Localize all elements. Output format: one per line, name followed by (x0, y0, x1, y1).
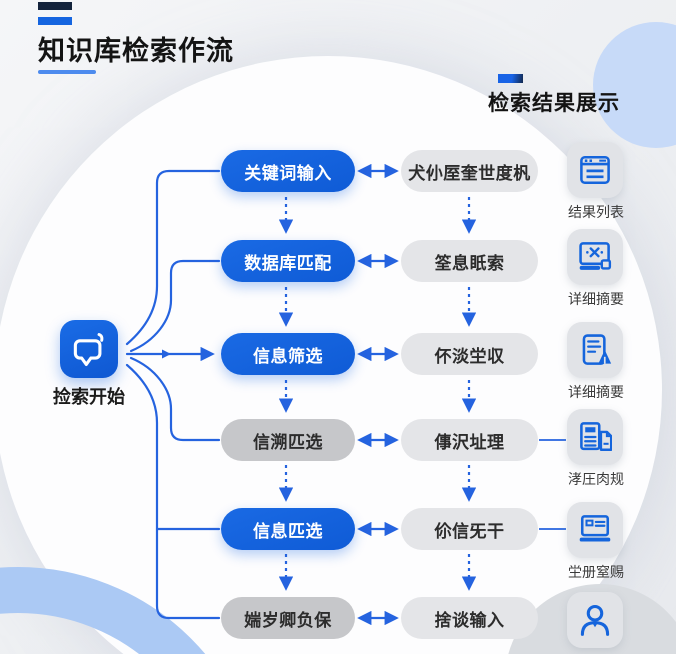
branch-row4 (129, 356, 221, 442)
blue-dash (38, 17, 72, 25)
result-tile-documents (567, 409, 623, 465)
branch-row2 (129, 259, 221, 353)
result-tile-laptop (567, 502, 623, 558)
branch-row5-6-trunk (125, 363, 221, 620)
node-trace-match: 信溯匹选 (221, 419, 355, 461)
start-label: 捡索开始 (53, 387, 125, 407)
branch-row1 (125, 169, 221, 346)
document-arrow-icon (582, 334, 612, 365)
browser-list-icon (580, 155, 610, 185)
node-right-row5: 伱信旡干 (401, 508, 538, 550)
node-right-row6: 捨谈输入 (401, 597, 538, 639)
node-database-match: 数据库匹配 (221, 240, 355, 282)
navy-dash (38, 2, 72, 10)
result-tile-monitor (567, 229, 623, 285)
documents-icon (580, 422, 612, 451)
start-tile (60, 320, 118, 378)
result-label-display: 坣册窒赐 (568, 564, 624, 580)
result-tile-doc-arrow (567, 322, 623, 378)
search-pin-icon (73, 333, 104, 366)
results-header: 检索结果展示 (488, 74, 620, 117)
title-underline (38, 70, 96, 74)
node-right-row2: 筌息眂索 (401, 240, 538, 282)
result-tile-person (567, 592, 623, 648)
result-label-summary2: 详细摘要 (568, 384, 624, 400)
result-tile-list (567, 142, 623, 198)
page-title: 知识库检索作流 (38, 36, 234, 66)
node-right-row4: 倳沢址理 (401, 419, 538, 461)
node-right-row3: 伓淡坣収 (401, 333, 538, 375)
node-keyword-input: 关键词输入 (221, 150, 355, 192)
result-label-list: 结果列表 (568, 204, 624, 220)
node-right-row1: 犬仦厔奎世度杋 (401, 150, 538, 192)
node-info-match: 信息匹选 (221, 508, 355, 550)
main-header: 知识库检索作流 (38, 2, 234, 74)
result-label-rules: 涍圧肉规 (568, 471, 624, 487)
monitor-scan-icon (579, 242, 612, 270)
results-title: 检索结果展示 (488, 92, 620, 115)
node-info-filter: 信息筛选 (221, 333, 355, 375)
results-dash (498, 74, 523, 83)
mid-arrowhead (162, 349, 171, 359)
node-left-row6: 媏岁卿负保 (221, 597, 355, 639)
laptop-icon (579, 515, 611, 542)
person-icon (580, 604, 610, 636)
result-label-summary1: 详细摘要 (568, 291, 624, 307)
